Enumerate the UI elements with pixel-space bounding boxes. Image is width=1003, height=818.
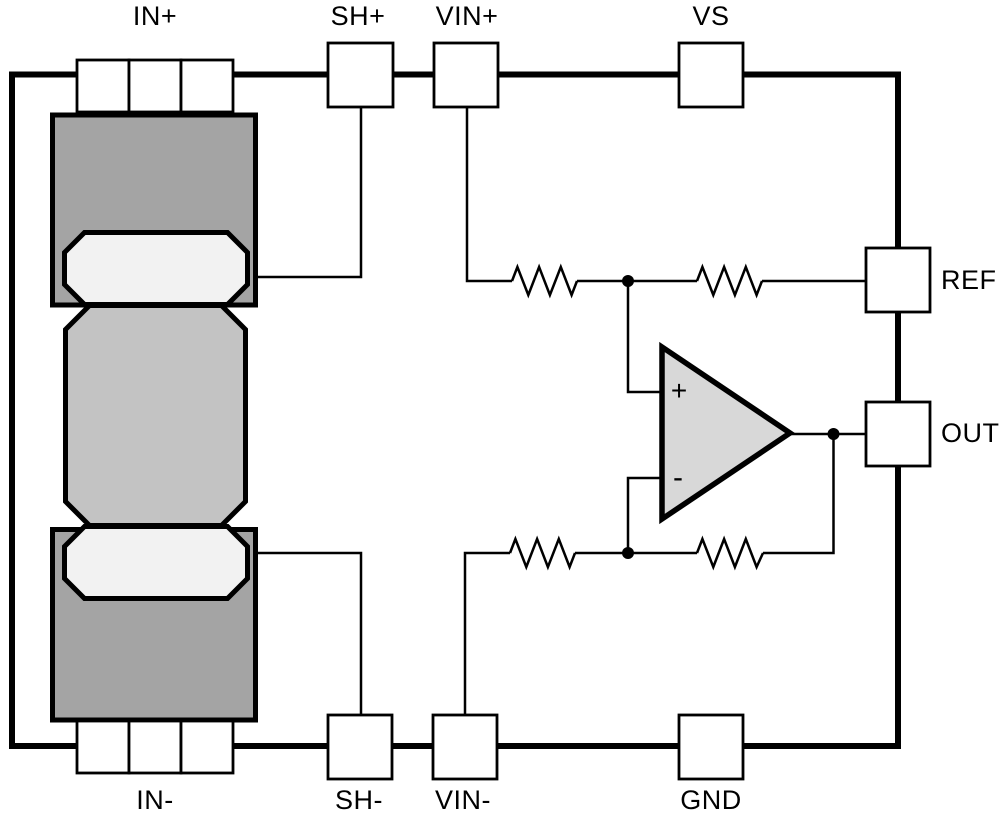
shunt-sense-pad-bottom	[62, 524, 250, 601]
pin-label-vs: VS	[692, 1, 730, 31]
resistor-input-plus	[510, 263, 579, 299]
opamp-minus-sign: -	[673, 461, 683, 494]
pad-in-plus-1	[75, 58, 131, 114]
junction-dot-output	[827, 428, 840, 440]
wire-vinplus-down	[465, 107, 512, 283]
pin-box-sh-plus	[326, 41, 395, 109]
pin-box-ref	[864, 246, 932, 314]
resistor-feedback-out	[695, 535, 765, 571]
pad-in-minus-1	[75, 719, 131, 775]
pin-label-vin-plus: VIN+	[435, 1, 499, 31]
pin-label-vin-minus: VIN-	[435, 785, 491, 815]
pad-in-plus-3	[179, 58, 235, 114]
junction-dot-bottom	[622, 547, 634, 559]
resistor-feedback-ref	[695, 263, 764, 299]
pin-box-vs	[677, 41, 745, 109]
pin-label-in-plus: IN+	[132, 1, 178, 31]
opamp-triangle	[659, 341, 795, 525]
wire-inverting-input	[626, 476, 662, 553]
junction-dot-top	[622, 275, 634, 287]
resistor-input-minus	[508, 535, 577, 571]
pin-label-out: OUT	[941, 418, 1000, 448]
pin-box-out	[864, 400, 932, 468]
pin-box-vin-minus	[431, 713, 499, 781]
pin-label-sh-plus: SH+	[330, 1, 386, 31]
pad-in-minus-2	[127, 719, 183, 775]
pin-label-sh-minus: SH-	[335, 785, 383, 815]
opamp-plus-sign: +	[670, 375, 688, 406]
wire-feedback	[763, 434, 835, 555]
pin-box-sh-minus	[326, 713, 394, 781]
pin-boxes	[75, 41, 932, 781]
pin-label-gnd: GND	[680, 785, 742, 815]
pad-in-plus-2	[127, 58, 183, 114]
shunt-resistor	[50, 112, 258, 723]
wire-vinminus-up	[463, 551, 510, 715]
pin-label-ref: REF	[941, 265, 997, 295]
pin-box-vin-plus	[432, 41, 500, 109]
internal-wires	[256, 107, 866, 715]
wire-noninverting-input	[626, 281, 662, 394]
shunt-element	[63, 303, 248, 528]
pin-label-in-minus: IN-	[136, 785, 174, 815]
wire-shminus-kelvin	[256, 551, 363, 715]
pad-in-minus-3	[179, 719, 235, 775]
wire-shplus-kelvin	[256, 107, 363, 279]
shunt-sense-pad-top	[62, 230, 250, 307]
pin-box-gnd	[677, 713, 745, 781]
